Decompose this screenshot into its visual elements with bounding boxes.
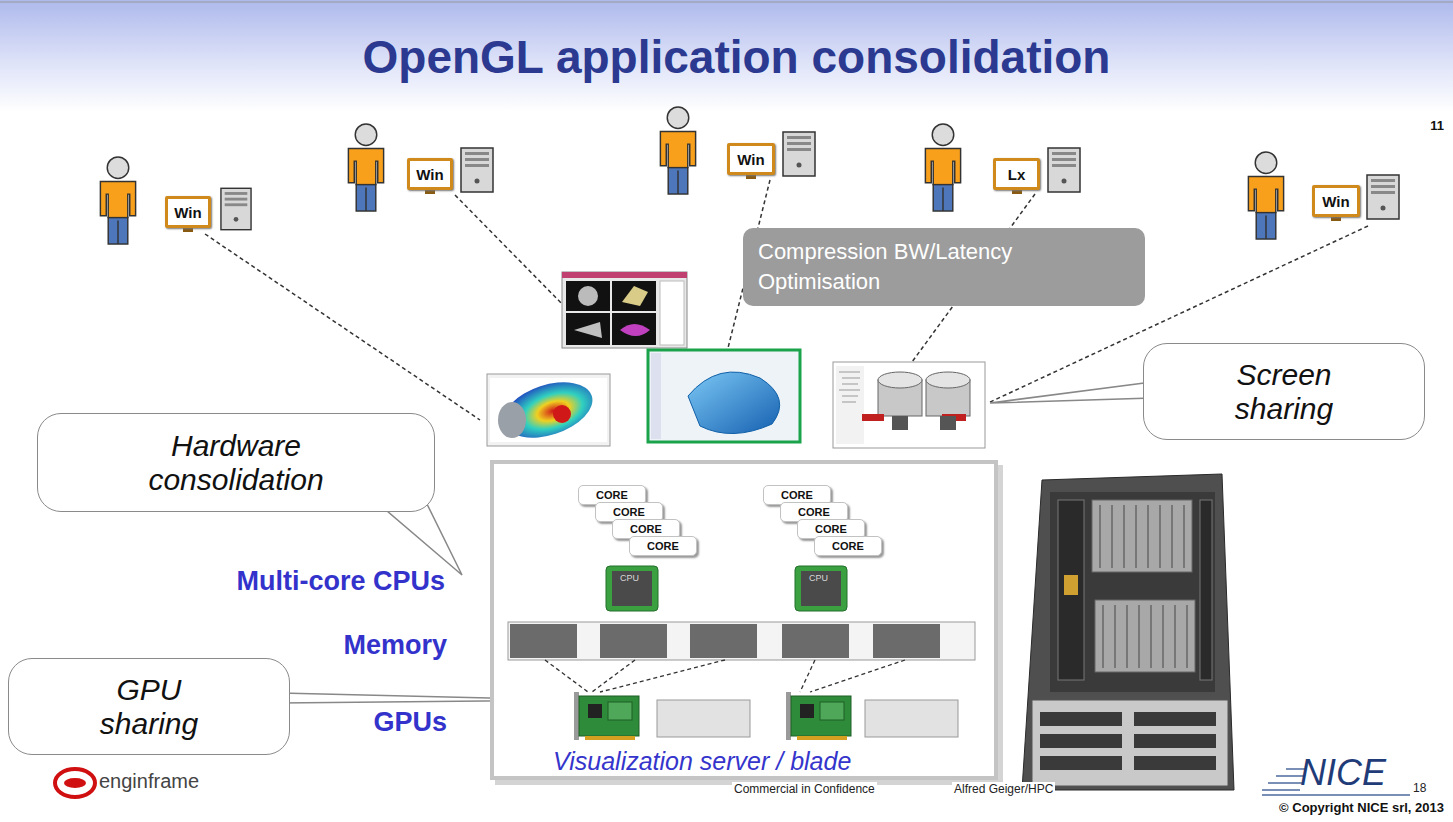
box-text: Win (1322, 193, 1349, 210)
monitor-box: Lx (993, 158, 1040, 190)
box-text: CORE (630, 523, 662, 535)
gpu-card (786, 692, 851, 740)
text-label: NICE (1300, 752, 1386, 794)
cpu-chip (795, 566, 847, 611)
core-box: CORE (814, 536, 882, 556)
server-box: Visualization server / blade CORE CORE CORE… (490, 460, 998, 780)
memory-bar (508, 622, 975, 660)
top-rule (0, 2, 1453, 3)
pc-tower (461, 148, 493, 192)
text-label: Alfred Geiger/HPC (952, 782, 1055, 796)
callout-box: Hardware consolidation (37, 413, 435, 512)
box-text: Compression BW/Latency Optimisation (758, 237, 1013, 296)
text-label: CPU (620, 573, 639, 583)
gpu-slot (657, 700, 750, 737)
box-text: Lx (1008, 166, 1026, 183)
text-label: CPU (809, 573, 828, 583)
text-label: Commercial in Confidence (732, 782, 877, 796)
text-label: GPUs (250, 707, 447, 738)
user-figure (660, 107, 695, 194)
core-box: CORE (629, 536, 697, 556)
box-text: CORE (647, 540, 679, 552)
slide-title: OpenGL application consolidation (20, 30, 1453, 84)
text-label: 11 (1430, 118, 1444, 133)
header-band (0, 0, 1453, 112)
box-text: Hardware consolidation (116, 429, 356, 496)
server-caption: Visualization server / blade (553, 747, 851, 776)
text-label: © Copyright NICE srl, 2013 (1279, 800, 1444, 815)
box-text: Win (416, 166, 443, 183)
text-label: enginframe (99, 770, 199, 793)
monitor-box: Win (1312, 185, 1360, 217)
callout-box: GPU sharing (8, 658, 290, 755)
box-text: CORE (815, 523, 847, 535)
box-text: CORE (832, 540, 864, 552)
server-interior (494, 464, 994, 776)
text-label: Multi-core CPUs (100, 566, 445, 597)
box-text: CORE (596, 489, 628, 501)
screenshot-cad (562, 272, 687, 348)
text-label: Memory (250, 630, 447, 661)
box-text: Screen sharing (1199, 358, 1369, 425)
monitor-box: Win (407, 158, 453, 190)
note-box: Compression BW/Latency Optimisation (743, 228, 1145, 306)
pc-tower (221, 188, 251, 229)
users (100, 107, 1399, 244)
gpu-card (574, 692, 639, 740)
cpu-chip (606, 566, 658, 611)
box-text: GPU sharing (84, 673, 214, 740)
user-figure (925, 124, 960, 211)
pc-tower (783, 132, 815, 176)
enginframe-logo (55, 769, 95, 797)
gpu-slot (865, 700, 958, 737)
box-text: CORE (798, 506, 830, 518)
box-text: Win (737, 151, 764, 168)
pc-tower (1367, 175, 1399, 219)
monitor-box: Win (727, 143, 775, 175)
box-text: Win (174, 204, 201, 221)
pc-tower (1048, 148, 1080, 192)
callout-box: Screen sharing (1143, 343, 1425, 440)
screenshot-fea (487, 372, 610, 448)
box-text: CORE (781, 489, 813, 501)
user-figure (1248, 152, 1283, 239)
user-figure (348, 124, 383, 211)
text-label: 18 (1413, 781, 1426, 795)
user-figure (100, 157, 135, 244)
screenshot-part (648, 350, 800, 442)
screenshot-assembly (833, 362, 985, 448)
blade-photo (1022, 474, 1234, 790)
box-text: CORE (613, 506, 645, 518)
monitor-box: Win (165, 196, 211, 228)
